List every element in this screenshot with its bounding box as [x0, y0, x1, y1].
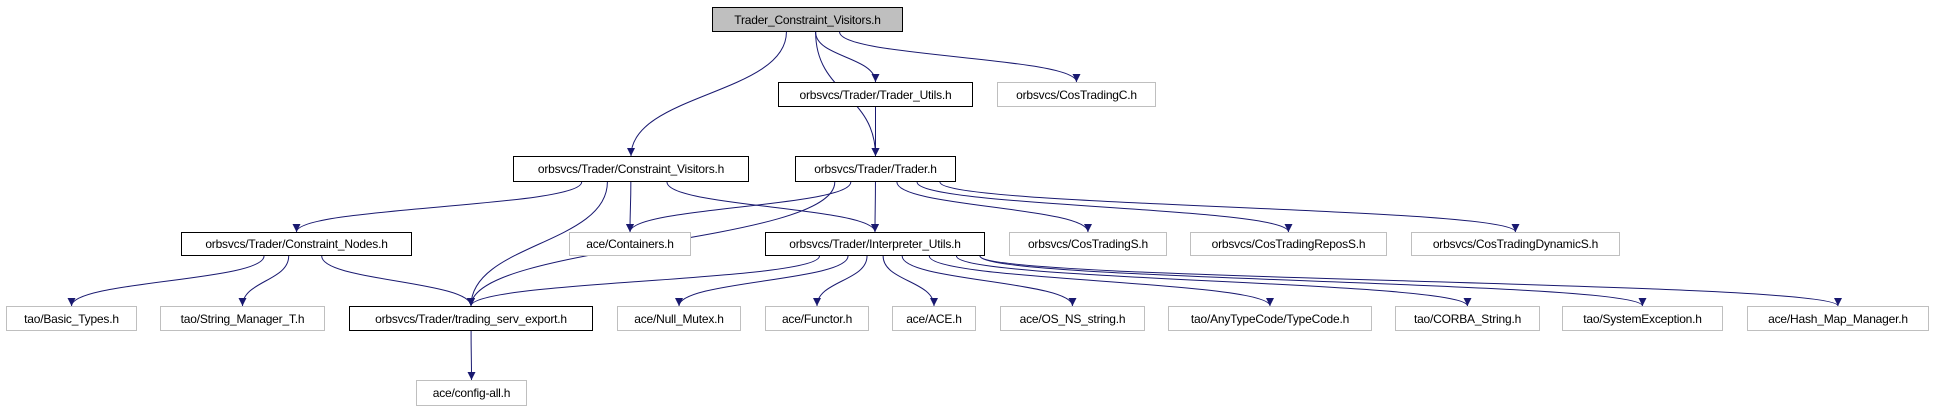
node-trader[interactable]: orbsvcs/Trader/Trader.h — [795, 156, 956, 182]
edge-constraint_visitors-to-containers — [626, 181, 635, 233]
node-label: orbsvcs/Trader/trading_serv_export.h — [375, 311, 567, 326]
edge-trader-to-containers — [626, 181, 852, 233]
node-label: ace/OS_NS_string.h — [1019, 311, 1126, 326]
node-constraint-nodes[interactable]: orbsvcs/Trader/Constraint_Nodes.h — [181, 232, 412, 256]
node-label: orbsvcs/Trader/Trader.h — [814, 162, 937, 176]
node-label: orbsvcs/Trader/Trader_Utils.h — [799, 87, 952, 102]
node-config-all: ace/config-all.h — [416, 380, 527, 406]
edge-constraint_nodes-to-trading_serv_export — [321, 255, 475, 307]
node-label: orbsvcs/Trader/Interpreter_Utils.h — [789, 237, 961, 251]
node-costradings: orbsvcs/CosTradingS.h — [1009, 232, 1167, 256]
node-hash-map-manager: ace/Hash_Map_Manager.h — [1747, 306, 1929, 331]
node-label: tao/SystemException.h — [1583, 311, 1702, 326]
edge-trader-to-costradingreposs — [916, 181, 1293, 233]
node-label: tao/Basic_Types.h — [24, 311, 119, 326]
node-constraint-visitors[interactable]: orbsvcs/Trader/Constraint_Visitors.h — [513, 156, 749, 182]
edge-interpreter_utils-to-hash_map_manager — [979, 255, 1842, 307]
edge-interpreter_utils-to-typecode — [928, 255, 1274, 307]
edge-root-to-trader_utils — [815, 31, 880, 83]
edge-interpreter_utils-to-functor — [813, 255, 868, 307]
node-interpreter-utils[interactable]: orbsvcs/Trader/Interpreter_Utils.h — [765, 232, 985, 256]
node-label: ace/ACE.h — [906, 311, 962, 326]
edge-interpreter_utils-to-corba_string — [955, 255, 1472, 307]
edge-constraint_visitors-to-interpreter_utils — [666, 181, 879, 233]
node-label: orbsvcs/CosTradingDynamicS.h — [1432, 237, 1599, 251]
node-label: orbsvcs/Trader/Constraint_Visitors.h — [537, 162, 725, 176]
edge-trader-to-costradings — [896, 181, 1092, 233]
node-trading-serv-export[interactable]: orbsvcs/Trader/trading_serv_export.h — [349, 306, 593, 331]
edge-constraint_nodes-to-string_manager — [238, 255, 290, 307]
node-label: tao/String_Manager_T.h — [180, 311, 305, 326]
node-string-manager: tao/String_Manager_T.h — [160, 306, 325, 331]
node-label: ace/Null_Mutex.h — [634, 311, 724, 326]
node-trader-utils[interactable]: orbsvcs/Trader/Trader_Utils.h — [778, 82, 973, 107]
node-functor: ace/Functor.h — [765, 306, 869, 331]
edge-interpreter_utils-to-ace — [882, 255, 938, 307]
node-label: ace/Hash_Map_Manager.h — [1768, 311, 1908, 326]
node-null-mutex: ace/Null_Mutex.h — [617, 306, 741, 331]
node-systemexception: tao/SystemException.h — [1562, 306, 1723, 331]
node-label: ace/config-all.h — [432, 386, 511, 400]
node-label: ace/Functor.h — [781, 311, 853, 326]
node-costradingreposs: orbsvcs/CosTradingReposS.h — [1190, 232, 1387, 256]
node-label: Trader_Constraint_Visitors.h — [734, 12, 881, 27]
node-root[interactable]: Trader_Constraint_Visitors.h — [712, 7, 903, 32]
node-costradingdynamics: orbsvcs/CosTradingDynamicS.h — [1411, 232, 1620, 256]
edge-trader-to-costradingdynamics — [939, 181, 1520, 233]
edge-constraint_nodes-to-basic_types — [67, 255, 265, 307]
node-typecode: tao/AnyTypeCode/TypeCode.h — [1168, 306, 1372, 331]
node-label: ace/Containers.h — [586, 237, 674, 251]
node-label: orbsvcs/Trader/Constraint_Nodes.h — [205, 237, 388, 251]
node-containers: ace/Containers.h — [569, 232, 691, 256]
node-corba-string: tao/CORBA_String.h — [1395, 306, 1540, 331]
node-ace: ace/ACE.h — [892, 306, 976, 331]
edge-root-to-constraint_visitors — [627, 31, 787, 157]
edge-interpreter_utils-to-os_ns_string — [901, 255, 1077, 307]
node-label: orbsvcs/CosTradingReposS.h — [1211, 237, 1366, 251]
node-label: tao/CORBA_String.h — [1413, 311, 1522, 326]
edge-constraint_visitors-to-constraint_nodes — [292, 181, 583, 233]
edge-constraint_visitors-to-trading_serv_export — [467, 181, 608, 307]
edge-interpreter_utils-to-trading_serv_export — [467, 255, 820, 307]
edge-interpreter_utils-to-null_mutex — [675, 255, 849, 307]
node-label: orbsvcs/CosTradingS.h — [1027, 237, 1149, 251]
edge-interpreter_utils-to-systemexception — [979, 255, 1647, 307]
node-label: orbsvcs/CosTradingC.h — [1016, 87, 1137, 102]
node-basic-types: tao/Basic_Types.h — [6, 306, 137, 331]
node-os-ns-string: ace/OS_NS_string.h — [1000, 306, 1145, 331]
edge-root-to-costradingc — [839, 31, 1081, 83]
node-costradingc: orbsvcs/CosTradingC.h — [997, 82, 1156, 107]
node-label: tao/AnyTypeCode/TypeCode.h — [1190, 311, 1350, 326]
